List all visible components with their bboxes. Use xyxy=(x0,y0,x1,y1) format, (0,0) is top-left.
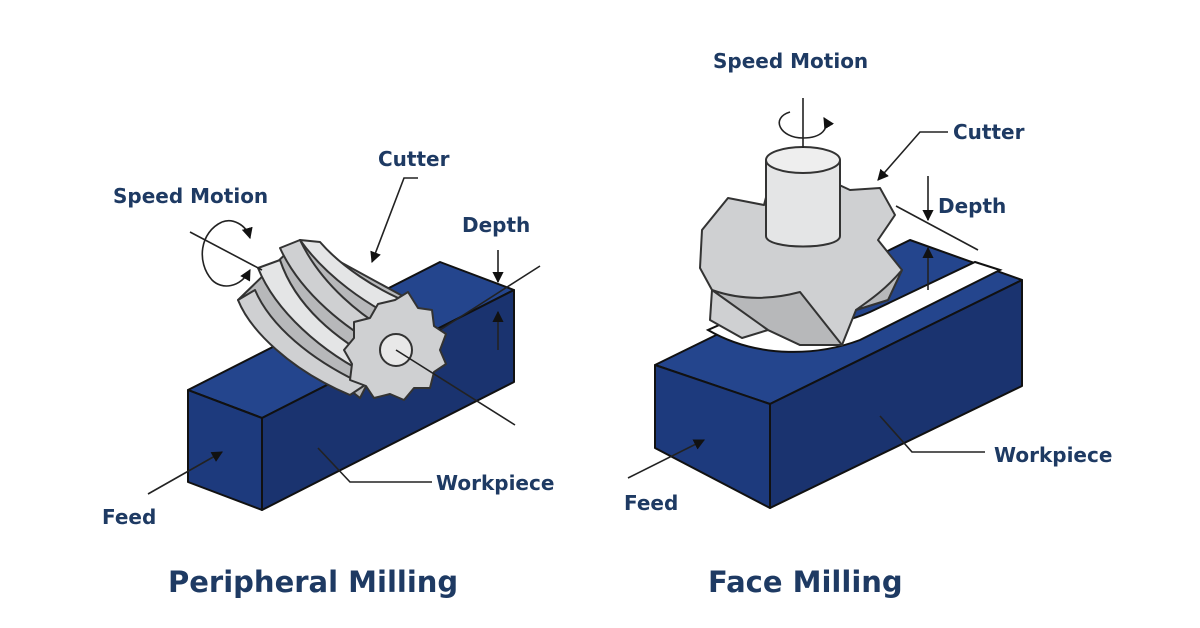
face-workpiece-label: Workpiece xyxy=(994,443,1112,467)
face-depth-label: Depth xyxy=(938,194,1006,218)
face-milling-title: Face Milling xyxy=(708,565,903,599)
peripheral-cutter-label: Cutter xyxy=(378,147,450,171)
peripheral-depth-indicator xyxy=(439,250,541,350)
peripheral-workpiece-leader xyxy=(317,447,432,483)
peripheral-workpiece-label: Workpiece xyxy=(436,471,554,495)
peripheral-feed-arrow xyxy=(147,451,223,495)
face-speed-motion-label: Speed Motion xyxy=(713,49,868,73)
peripheral-cutter xyxy=(189,220,516,426)
peripheral-depth-label: Depth xyxy=(462,213,530,237)
face-milling-figure: Speed Motion Cutter Depth Workpiece Feed… xyxy=(624,49,1112,599)
peripheral-milling-title: Peripheral Milling xyxy=(168,565,458,599)
peripheral-feed-label: Feed xyxy=(102,505,156,529)
peripheral-speed-motion-label: Speed Motion xyxy=(113,184,268,208)
face-workpiece-leader xyxy=(879,415,985,453)
face-cutter-label: Cutter xyxy=(953,120,1025,144)
face-depth-indicator xyxy=(895,176,979,290)
face-cutter xyxy=(699,98,903,346)
face-cutter-leader xyxy=(877,131,948,181)
peripheral-cutter-leader xyxy=(370,177,418,264)
face-feed-label: Feed xyxy=(624,491,678,515)
peripheral-milling-figure: Speed Motion Cutter Depth Workpiece Feed… xyxy=(102,147,554,599)
face-feed-arrow xyxy=(627,439,706,479)
